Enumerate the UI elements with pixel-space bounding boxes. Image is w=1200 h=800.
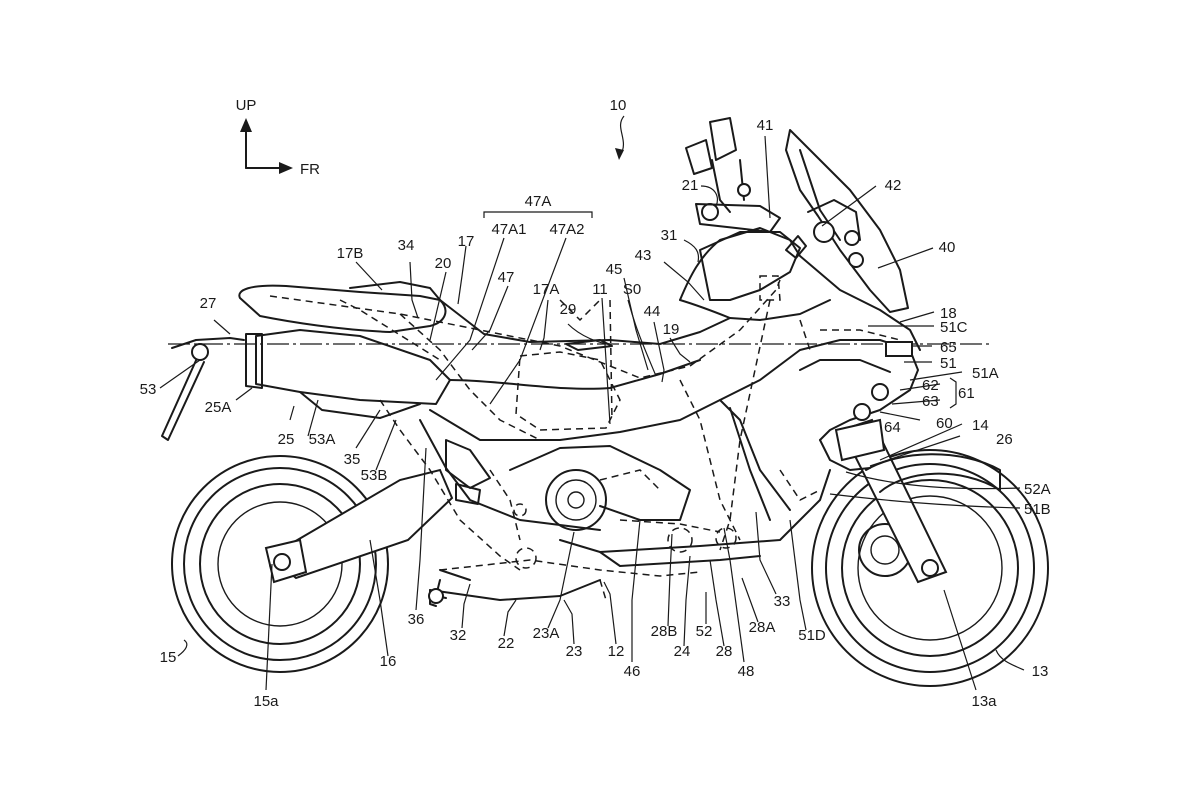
rear-body [161, 281, 451, 441]
label-S0: S0 [623, 281, 641, 298]
label-23: 23 [566, 643, 583, 660]
label-10: 10 [610, 97, 627, 114]
label-17A: 17A [533, 281, 560, 298]
rear-axle [273, 553, 291, 571]
front-fender [865, 453, 1001, 493]
label-22: 22 [498, 635, 515, 652]
label-34: 34 [398, 237, 415, 254]
label-47A2: 47A2 [549, 221, 584, 238]
label-12: 12 [608, 643, 625, 660]
label-35: 35 [344, 451, 361, 468]
label-15a: 15a [253, 693, 279, 710]
reference-labels: UP FR 10 47A 41 21 42 47A1 47A2 31 40 17… [140, 97, 1051, 710]
label-13a: 13a [971, 693, 997, 710]
label-48: 48 [738, 663, 755, 680]
label-64: 64 [884, 419, 901, 436]
label-40: 40 [939, 239, 956, 256]
front-fairing [679, 117, 921, 471]
label-53: 53 [140, 381, 157, 398]
label-63: 63 [922, 393, 939, 410]
label-27: 27 [200, 295, 217, 312]
label-25: 25 [278, 431, 295, 448]
arrowhead-10 [615, 148, 624, 160]
label-36: 36 [408, 611, 425, 628]
label-20: 20 [435, 255, 452, 272]
label-51: 51 [940, 355, 957, 372]
group-brace-61 [949, 377, 957, 409]
label-28A: 28A [749, 619, 776, 636]
label-26: 26 [996, 431, 1013, 448]
label-33: 33 [774, 593, 791, 610]
label-47A: 47A [525, 193, 552, 210]
label-53A: 53A [309, 431, 336, 448]
group-brace-47A [483, 211, 593, 218]
label-45: 45 [606, 261, 623, 278]
label-16: 16 [380, 653, 397, 670]
label-up: UP [236, 97, 257, 114]
label-46: 46 [624, 663, 641, 680]
seat-latch [565, 339, 613, 351]
label-18: 18 [940, 305, 957, 322]
label-51B: 51B [1024, 501, 1051, 518]
label-61: 61 [958, 385, 975, 402]
label-13: 13 [1032, 663, 1049, 680]
front-wheel [811, 449, 1049, 687]
label-28B: 28B [651, 623, 678, 640]
label-25A: 25A [205, 399, 232, 416]
label-51C: 51C [940, 319, 968, 336]
label-31: 31 [661, 227, 678, 244]
label-42: 42 [885, 177, 902, 194]
label-62: 62 [922, 377, 939, 394]
stand-pivot [428, 588, 444, 604]
label-52A: 52A [1024, 481, 1051, 498]
seat-lower-edge [449, 359, 701, 390]
hidden-frame-lines [269, 275, 901, 601]
label-28: 28 [716, 643, 733, 660]
label-65: 65 [940, 339, 957, 356]
leader-lines [159, 135, 1025, 691]
label-29: 29 [560, 301, 577, 318]
label-17: 17 [458, 233, 475, 250]
label-47A1: 47A1 [491, 221, 526, 238]
label-43: 43 [635, 247, 652, 264]
label-14: 14 [972, 417, 989, 434]
center-body [419, 349, 831, 607]
label-32: 32 [450, 627, 467, 644]
label-51A: 51A [972, 365, 999, 382]
label-41: 41 [757, 117, 774, 134]
label-15: 15 [160, 649, 177, 666]
label-51D: 51D [798, 627, 826, 644]
label-11: 11 [592, 281, 608, 298]
label-53B: 53B [361, 467, 388, 484]
direction-arrows [240, 118, 293, 174]
label-23A: 23A [533, 625, 560, 642]
label-17B: 17B [337, 245, 364, 262]
label-21: 21 [682, 177, 699, 194]
label-24: 24 [674, 643, 691, 660]
label-47: 47 [498, 269, 515, 286]
swing-arm [268, 468, 454, 580]
label-19: 19 [663, 321, 680, 338]
label-52: 52 [696, 623, 713, 640]
label-60: 60 [936, 415, 953, 432]
label-fr: FR [300, 161, 320, 178]
label-44: 44 [644, 303, 661, 320]
